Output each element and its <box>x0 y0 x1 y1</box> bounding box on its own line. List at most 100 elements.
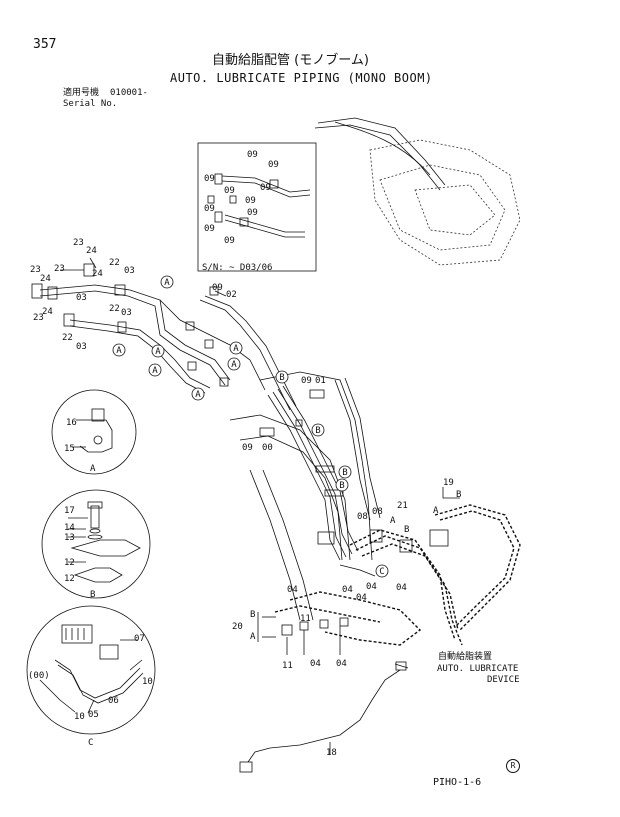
callout-b-2: B <box>315 426 320 436</box>
callout-a-1: A <box>164 278 170 288</box>
part-label: 24 <box>86 246 97 256</box>
part-label: 05 <box>88 710 99 720</box>
part-label: 22 <box>62 333 73 343</box>
inset-frame <box>197 142 317 272</box>
device-label-en-2: DEVICE <box>487 675 520 685</box>
part-label: 20 <box>232 622 243 632</box>
detail-circle-c <box>26 605 156 735</box>
callout-a-2: A <box>116 346 122 356</box>
part-label: 08 <box>357 512 368 522</box>
callout-b-3: B <box>342 468 347 478</box>
letter-b: B <box>456 490 461 500</box>
device-label-jp: 自動給脂装置 <box>438 652 493 662</box>
serial-label-english: Serial No. <box>63 99 118 109</box>
part-label: 03 <box>121 308 132 318</box>
lube-device-body <box>429 529 449 547</box>
part-label: 09 <box>247 208 258 218</box>
part-label: 21 <box>397 501 408 511</box>
part-label: 17 <box>64 506 75 516</box>
machine-silhouette <box>369 139 521 266</box>
part-label: 15 <box>64 444 75 454</box>
part-label: 04 <box>356 593 367 603</box>
part-label: 03 <box>76 293 87 303</box>
letter-b-2: B <box>404 525 409 535</box>
part-label: 04 <box>342 585 353 595</box>
detail-c-caption: C <box>88 738 93 748</box>
part-label: 09 <box>204 174 215 184</box>
footer-code: PIHO-1-6 <box>433 777 482 788</box>
part-label: 24 <box>92 269 103 279</box>
part-label: 23 <box>33 313 44 323</box>
callout-a-4: A <box>152 366 158 376</box>
device-label-en-1: AUTO. LUBRICATE <box>437 664 519 674</box>
part-label: 00 <box>262 443 273 453</box>
page-number: 357 <box>33 37 57 52</box>
serial-label-japanese: 適用号機 <box>63 88 100 98</box>
part-label: 04 <box>336 659 347 669</box>
part-label: 04 <box>310 659 321 669</box>
part-label: 07 <box>134 634 145 644</box>
callout-a-6: A <box>231 360 237 370</box>
letter-a-3: A <box>250 632 256 642</box>
part-label: 09 <box>204 204 215 214</box>
part-label: 10 <box>142 677 153 687</box>
part-label: 09 <box>245 196 256 206</box>
callout-a-3: A <box>155 347 161 357</box>
part-label: 23 <box>30 265 41 275</box>
part-label: 01 <box>315 376 326 386</box>
part-label: 24 <box>42 307 53 317</box>
part-label: 06 <box>108 696 119 706</box>
serial-value: 010001- <box>110 88 148 98</box>
part-label: 12 <box>64 558 75 568</box>
part-label: 02 <box>226 290 237 300</box>
inset-serial-note: S/N: ~ D03/06 <box>202 263 272 273</box>
part-label: 13 <box>64 533 75 543</box>
letter-a-2: A <box>390 516 396 526</box>
part-label: 04 <box>287 585 298 595</box>
part-label: 09 <box>212 283 223 293</box>
detail-b-caption: B <box>90 590 95 600</box>
part-label: 11 <box>282 661 293 671</box>
part-label: 23 <box>54 264 65 274</box>
callout-a-7: A <box>195 390 201 400</box>
callout-c-1: C <box>379 567 384 577</box>
part-label: 19 <box>443 478 454 488</box>
part-label: 18 <box>326 748 337 758</box>
part-label: 11 <box>300 614 311 624</box>
part-label: 16 <box>66 418 77 428</box>
part-label: 14 <box>64 523 75 533</box>
callout-b-1: B <box>279 373 284 383</box>
part-label: 12 <box>64 574 75 584</box>
callout-a-5: A <box>233 344 239 354</box>
detail-circle-b <box>41 489 151 599</box>
letter-b-3: B <box>250 610 255 620</box>
part-label: 09 <box>268 160 279 170</box>
part-label: 09 <box>242 443 253 453</box>
detail-circle-a <box>51 389 137 475</box>
part-label: 09 <box>301 376 312 386</box>
part-label: 09 <box>224 236 235 246</box>
letter-a: A <box>433 506 439 516</box>
part-label: 22 <box>109 258 120 268</box>
part-label: 09 <box>204 224 215 234</box>
part-label: 04 <box>366 582 377 592</box>
part-label: 08 <box>372 507 383 517</box>
part-label: 03 <box>76 342 87 352</box>
part-label: 03 <box>124 266 135 276</box>
title-japanese: 自動給脂配管 (モノブーム) <box>212 53 369 68</box>
title-english: AUTO. LUBRICATE PIPING (MONO BOOM) <box>170 71 433 85</box>
part-label: 09 <box>224 186 235 196</box>
part-label: 23 <box>73 238 84 248</box>
detail-c-paren: (00) <box>28 671 50 681</box>
part-label: 09 <box>260 183 271 193</box>
callout-b-4: B <box>339 481 344 491</box>
detail-a-caption: A <box>90 464 96 474</box>
machine-boom <box>314 117 446 191</box>
registered-mark: R <box>506 759 520 773</box>
part-label: 09 <box>247 150 258 160</box>
part-label: 24 <box>40 274 51 284</box>
part-label: 10 <box>74 712 85 722</box>
part-label: 04 <box>396 583 407 593</box>
part-label: 22 <box>109 304 120 314</box>
